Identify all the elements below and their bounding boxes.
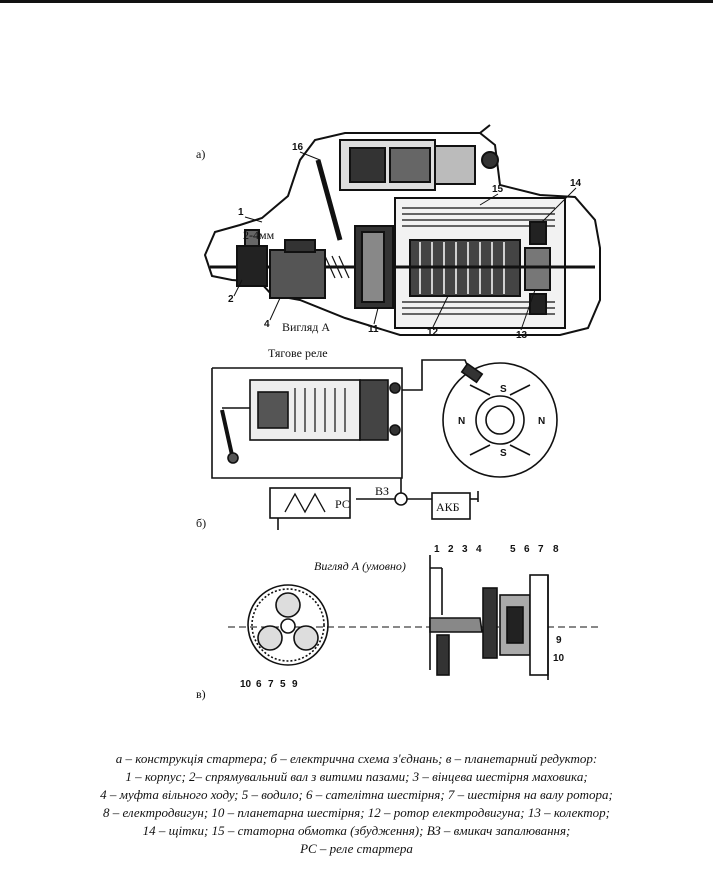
rs-label: РС bbox=[335, 497, 350, 511]
part-a-label: а) bbox=[196, 147, 205, 161]
caption-line: 8 – електродвигун; 10 – планетарна шесті… bbox=[102, 805, 610, 820]
callout-number: 7 bbox=[538, 544, 544, 555]
callout-number: 2 bbox=[228, 294, 234, 305]
caption-line: а – конструкція стартера; б – електрична… bbox=[115, 751, 598, 766]
callout-number: 5 bbox=[280, 679, 286, 690]
callout-number: 9 bbox=[292, 679, 298, 690]
figure-caption: а – конструкція стартера; б – електрична… bbox=[40, 750, 673, 858]
top-rule bbox=[0, 0, 713, 3]
caption-line: 14 – щітки; 15 – статорна обмотка (збудж… bbox=[142, 823, 571, 838]
callout-number: 3 bbox=[462, 544, 468, 555]
callout-number: 13 bbox=[516, 330, 528, 341]
part-b-label: б) bbox=[196, 516, 206, 530]
pole-label: S bbox=[500, 448, 507, 459]
callout-number: 10 bbox=[553, 653, 565, 664]
planetary-reducer bbox=[228, 555, 600, 680]
callout-number: 2 bbox=[448, 544, 454, 555]
callout-number: 6 bbox=[524, 544, 530, 555]
caption-line: РС – реле стартера bbox=[300, 841, 413, 856]
view-a-conditional-label: Вигляд А (умовно) bbox=[314, 559, 406, 573]
callout-number: 8 bbox=[553, 544, 559, 555]
callout-number: 10 bbox=[240, 679, 252, 690]
callout-number: 4 bbox=[264, 319, 270, 330]
callout-number: 4 bbox=[476, 544, 482, 555]
callout-number: 12 bbox=[427, 327, 439, 338]
view-a-label: Вигляд А bbox=[282, 320, 330, 334]
callout-number: 1 bbox=[434, 544, 440, 555]
callout-number: 1 bbox=[238, 207, 244, 218]
caption-line: 4 – муфта вільного ходу; 5 – водило; 6 –… bbox=[100, 787, 613, 802]
vz-label: ВЗ bbox=[375, 484, 389, 498]
callout-number: 5 bbox=[510, 544, 516, 555]
leader-lines bbox=[233, 151, 577, 331]
electrical-scheme bbox=[211, 359, 558, 530]
part-c-label: в) bbox=[196, 687, 206, 701]
gap-label: 2-4мм bbox=[243, 228, 275, 242]
callout-number: 11 bbox=[368, 324, 379, 335]
relay-title: Тягове реле bbox=[268, 346, 328, 360]
callout-number: 14 bbox=[570, 178, 582, 189]
callout-number: 16 bbox=[292, 142, 304, 153]
callout-number: 7 bbox=[268, 679, 274, 690]
starter-diagram: а) б) в) 2-4мм Вигляд А Тягове реле Вигл… bbox=[196, 124, 601, 701]
pole-label: N bbox=[458, 416, 465, 427]
callout-number: 15 bbox=[492, 184, 504, 195]
pole-label: N bbox=[538, 416, 545, 427]
callout-number: 9 bbox=[556, 635, 562, 646]
callout-number: 6 bbox=[256, 679, 262, 690]
caption-line: 1 – корпус; 2– спрямувальний вал з витим… bbox=[125, 769, 588, 784]
pole-label: S bbox=[500, 384, 507, 395]
starter-construction bbox=[203, 124, 601, 336]
akb-label: АКБ bbox=[436, 500, 460, 514]
